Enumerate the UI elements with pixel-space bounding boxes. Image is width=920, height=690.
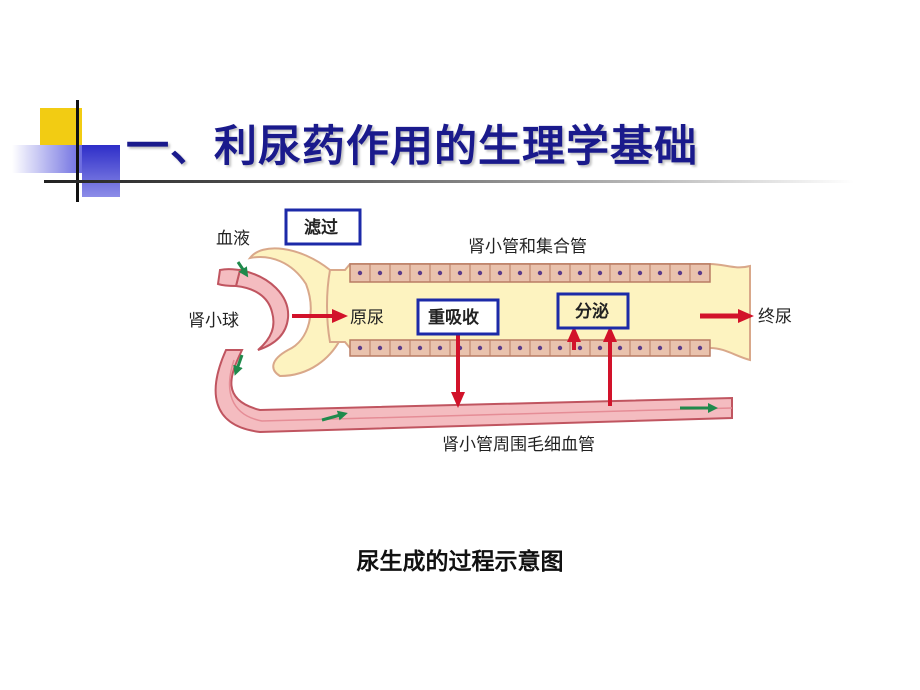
label-secretion: 分泌 [575, 301, 609, 322]
cell-nucleus [697, 270, 703, 276]
blood-flow-arrow-in [236, 261, 249, 278]
cell-nucleus [417, 270, 423, 276]
title-underline [44, 180, 854, 183]
cell-nucleus [517, 345, 523, 351]
cell-nucleus [597, 345, 603, 351]
cell-nucleus [377, 270, 383, 276]
cell-nucleus [597, 270, 603, 276]
cell-nucleus [437, 345, 443, 351]
cell-nucleus [417, 345, 423, 351]
cell-nucleus [497, 270, 503, 276]
cell-nucleus [577, 345, 583, 351]
decor-vertical-line [76, 100, 79, 202]
tubule-body [326, 263, 751, 362]
blood-flow-arrow-mid [321, 410, 348, 422]
cell-nucleus [677, 345, 683, 351]
filtration-box [284, 208, 362, 246]
cell-nucleus [537, 345, 543, 351]
cell-nucleus [637, 345, 643, 351]
label-final-urine: 终尿 [758, 307, 792, 327]
cell-nucleus [637, 270, 643, 276]
decor-blue-square-right [82, 145, 120, 197]
glomerulus [234, 268, 290, 351]
cell-nucleus [677, 270, 683, 276]
cell-nucleus [357, 345, 363, 351]
cell-nucleus [437, 270, 443, 276]
cell-nucleus [357, 270, 363, 276]
cell-nucleus [557, 345, 563, 351]
cell-nucleus [477, 270, 483, 276]
label-blood: 血液 [216, 229, 250, 249]
slide-title: 一、利尿药作用的生理学基础 [126, 122, 698, 172]
tubule-cell [689, 339, 711, 357]
label-primary-urine: 原尿 [350, 308, 384, 328]
cell-nucleus [557, 270, 563, 276]
cell-nucleus [517, 270, 523, 276]
cell-nucleus [697, 345, 703, 351]
decor-blue-square-left [12, 145, 82, 173]
tubule-cells [349, 263, 711, 357]
cell-nucleus [657, 345, 663, 351]
tubule-cell [689, 263, 711, 283]
cell-nucleus [537, 270, 543, 276]
secretion-box [556, 292, 630, 330]
cell-nucleus [477, 345, 483, 351]
afferent-arteriole [216, 268, 242, 288]
cell-nucleus [457, 270, 463, 276]
diagram-caption: 尿生成的过程示意图 [356, 549, 564, 575]
label-glomerulus: 肾小球 [188, 311, 239, 331]
cell-nucleus [617, 270, 623, 276]
cell-nucleus [377, 345, 383, 351]
bowman-capsule [247, 247, 342, 378]
cell-nucleus [397, 345, 403, 351]
label-filtration: 滤过 [304, 217, 338, 238]
reabsorption-box [416, 298, 500, 336]
label-tubule-and-duct: 肾小管和集合管 [468, 237, 587, 257]
decor-yellow-square [40, 108, 82, 150]
urine-formation-diagram: 血液 滤过 肾小管和集合管 肾小球 原尿 重吸收 分泌 终尿 肾小管周围毛细血管 [180, 200, 820, 470]
capillary-inner-line [228, 359, 733, 422]
cell-nucleus [497, 345, 503, 351]
label-capillaries: 肾小管周围毛细血管 [442, 435, 595, 455]
label-reabsorption: 重吸收 [428, 307, 479, 328]
cell-nucleus [657, 270, 663, 276]
diagram-svg: 血液 滤过 肾小管和集合管 肾小球 原尿 重吸收 分泌 终尿 肾小管周围毛细血管 [188, 208, 792, 455]
cell-nucleus [617, 345, 623, 351]
cell-nucleus [397, 270, 403, 276]
cell-nucleus [577, 270, 583, 276]
blood-flow-arrow-down [233, 354, 244, 376]
